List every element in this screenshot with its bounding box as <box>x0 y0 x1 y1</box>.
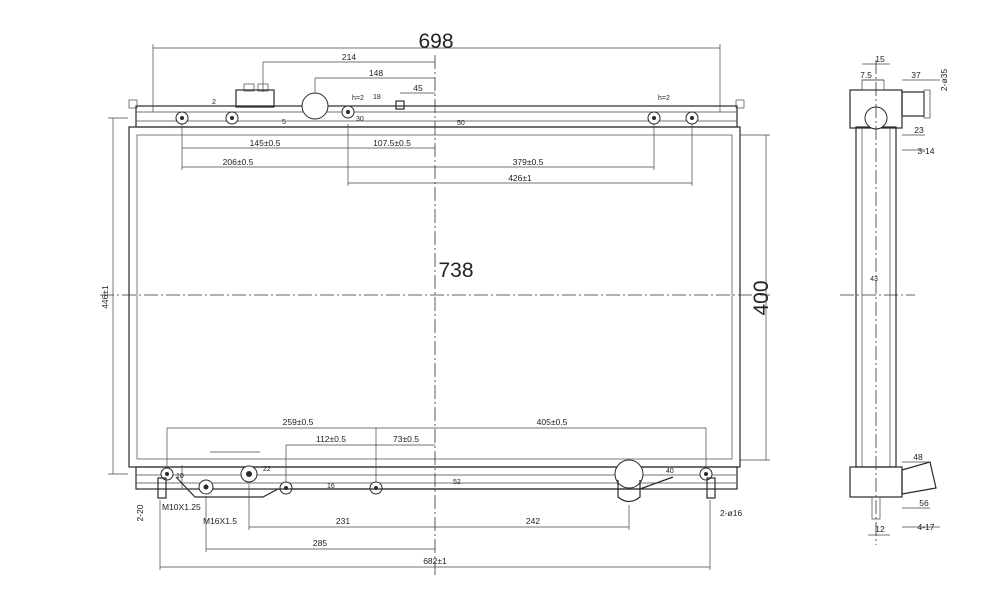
side-dim-56: 56 <box>919 498 929 508</box>
thread-m10-label: M10X1.25 <box>162 502 201 512</box>
top-tank <box>135 105 738 128</box>
small-dim-22: 22 <box>263 466 271 473</box>
small-dim-50: 50 <box>457 120 465 127</box>
side-dim-43: 43 <box>870 276 878 283</box>
side-dim-12: 12 <box>875 524 885 534</box>
dim-107-5: 107.5±0.5 <box>373 138 411 148</box>
dim-h2-a: h=2 <box>352 95 364 102</box>
right-pin <box>706 477 716 499</box>
dim-285: 285 <box>313 538 327 548</box>
pin-spec-label: 2-20 <box>135 504 145 521</box>
dim-242: 242 <box>526 516 540 526</box>
side-dim-48: 48 <box>913 452 923 462</box>
bottom-bracket <box>175 476 674 498</box>
thread-m16-label: M16X1.5 <box>203 516 237 526</box>
overall-height-label: 446±1 <box>100 285 110 309</box>
dim-379: 379±0.5 <box>513 157 544 167</box>
side-dim-37: 37 <box>911 70 921 80</box>
bottom-outlet <box>614 459 644 489</box>
front-view: 698 214 148 45 h=2 h=2 145±0.5 107.5±0.5… <box>100 30 773 575</box>
small-dim-2: 2 <box>212 99 216 106</box>
small-dim-5: 5 <box>282 119 286 126</box>
side-dim-15: 15 <box>875 54 885 64</box>
bottom-dimension-lines <box>159 427 711 570</box>
dim-231: 231 <box>336 516 350 526</box>
filler-neck <box>301 92 329 120</box>
overall-width-label: 698 <box>418 30 453 53</box>
small-dim-52: 52 <box>453 479 461 486</box>
dim-214: 214 <box>342 52 356 62</box>
dim-206: 206±0.5 <box>223 157 254 167</box>
dim-145: 145±0.5 <box>250 138 281 148</box>
dim-405: 405±0.5 <box>537 417 568 427</box>
side-dim-7-5: 7.5 <box>860 70 872 80</box>
sensor-housing <box>235 89 275 108</box>
dim-682: 682±1 <box>423 556 447 566</box>
top-mount-holes <box>175 105 699 125</box>
side-dim-3-14: 3-14 <box>917 146 934 156</box>
dim-112: 112±0.5 <box>316 434 346 444</box>
dim-45: 45 <box>413 83 423 93</box>
dim-h2-b: h=2 <box>658 95 670 102</box>
bottom-tank <box>135 466 738 490</box>
top-dimension-lines <box>152 44 721 186</box>
dim-426: 426±1 <box>508 173 532 183</box>
side-dim-4-17: 4-17 <box>917 522 934 532</box>
small-dim-16: 16 <box>327 483 335 490</box>
dim-259: 259±0.5 <box>283 417 314 427</box>
side-dim-23: 23 <box>914 125 924 135</box>
bottom-mount-holes <box>160 465 713 495</box>
small-dim-10: 10 <box>176 473 184 480</box>
dim-148: 148 <box>369 68 383 78</box>
left-pin <box>157 477 167 499</box>
side-outlet-pipe <box>901 461 937 495</box>
radiator-frame <box>128 126 741 468</box>
core-height-label: 400 <box>750 280 773 315</box>
side-inlet-pipe <box>901 91 925 117</box>
dim-73: 73±0.5 <box>393 434 419 444</box>
pin-diameter-label: 2-ø16 <box>720 508 742 518</box>
small-dim-18: 18 <box>373 94 381 101</box>
core-width-label: 738 <box>438 259 473 282</box>
small-fitting <box>395 100 405 110</box>
side-dim-2-d35: 2-ø35 <box>939 69 949 91</box>
small-dim-30: 30 <box>356 116 364 123</box>
side-view: 15 7.5 37 2-ø35 23 3-14 43 48 56 4-17 12 <box>840 54 949 545</box>
small-dim-40: 40 <box>666 468 674 475</box>
radiator-core <box>136 134 733 460</box>
